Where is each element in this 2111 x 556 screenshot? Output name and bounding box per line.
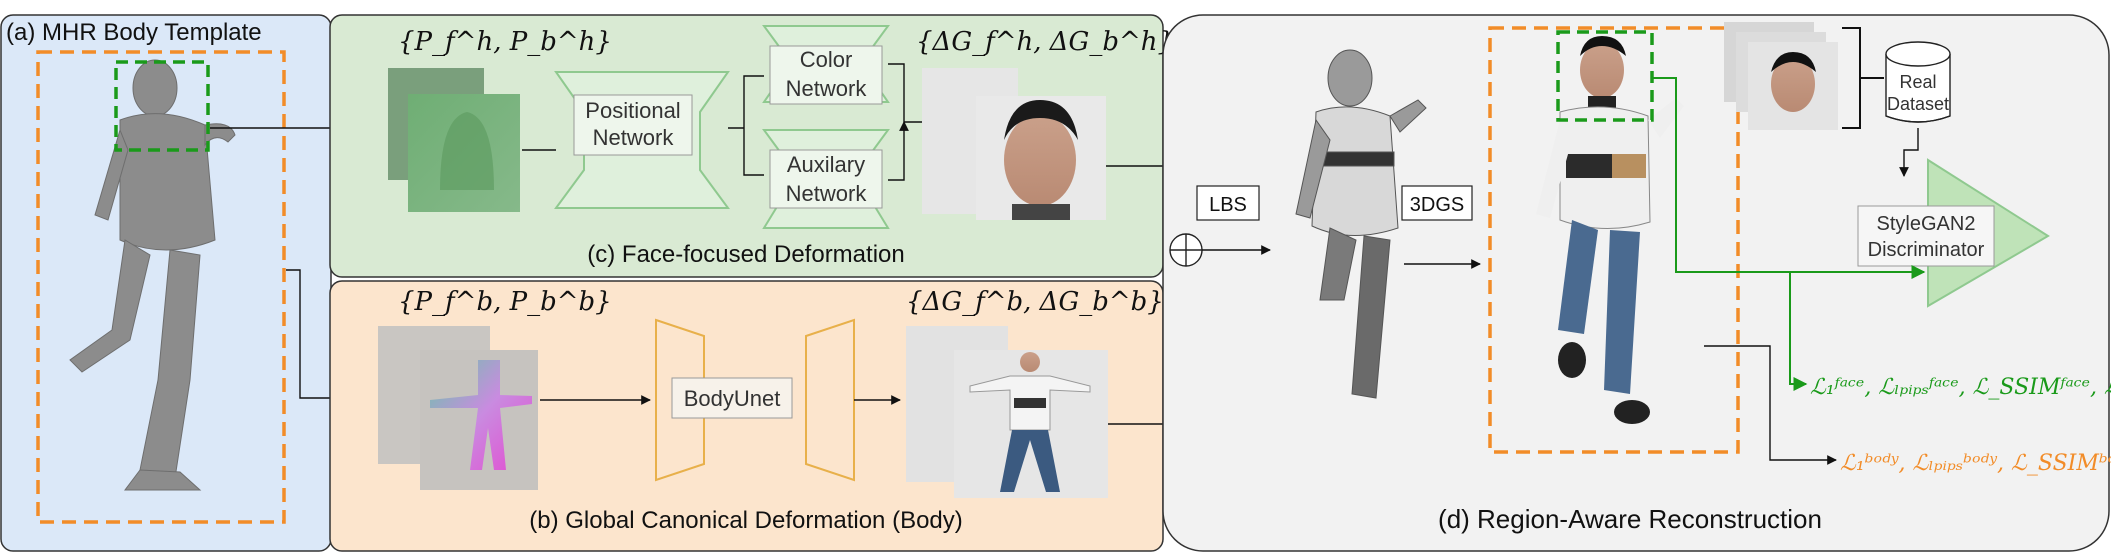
color-network-box [769, 45, 883, 105]
lbs-label: LBS [1209, 194, 1247, 216]
positional-network-box [573, 94, 693, 156]
face-region-box-template [114, 60, 210, 152]
gaussian-point-cloud [1295, 49, 1427, 399]
arrow-positional-branch [728, 75, 764, 176]
dataset-bracket [1842, 27, 1884, 129]
discriminator-box [1857, 205, 1995, 267]
face-output-label: {ΔG_f^h, ΔG_b^h} [916, 27, 1174, 57]
real-dataset-images [1724, 22, 1838, 130]
body-region-box [36, 50, 286, 524]
positional-network-label-2: Network [593, 125, 675, 150]
arrow-dataset-to-discriminator [1899, 128, 1919, 177]
face-position-maps [388, 68, 520, 212]
arrow-body-to-body-losses [1704, 345, 1837, 465]
lbs-box [1196, 185, 1260, 221]
discriminator-label-1: StyleGAN2 [1877, 213, 1976, 235]
arrow-networks-to-output [888, 63, 922, 181]
rendered-avatar [1536, 36, 1684, 424]
body-render-images [906, 326, 1108, 498]
body-template-mesh [69, 59, 236, 491]
arrow-face-to-discriminator [1652, 77, 1926, 279]
face-render-images [922, 68, 1106, 220]
panel-a-background [0, 14, 332, 552]
discriminator-label-2: Discriminator [1868, 239, 1985, 261]
color-network-label-2: Network [786, 76, 868, 101]
positional-network-label-1: Positional [585, 98, 680, 123]
rendered-body-region-box [1488, 26, 1740, 454]
body-input-label: {P_f^b, P_b^b} [398, 287, 612, 317]
body-output-label: {ΔG_f^b, ΔG_b^b} [906, 287, 1164, 317]
3dgs-box [1401, 185, 1473, 221]
bodyunet-label: BodyUnet [684, 386, 781, 411]
auxiliary-network-label-1: Auxilary [787, 152, 865, 177]
dataset-label-2: Dataset [1887, 94, 1949, 114]
sum-operator-cross [1170, 234, 1202, 266]
panel-d-title: (d) Region-Aware Reconstruction [1438, 504, 1822, 534]
panel-b-title: (b) Global Canonical Deformation (Body) [529, 507, 963, 534]
color-network-label-1: Color [800, 47, 853, 72]
dataset-label-1: Real [1899, 72, 1936, 92]
face-losses-label: ℒ₁ᶠᵃᶜᵉ, ℒₗₚᵢₚₛᶠᵃᶜᵉ, ℒ_SSIMᶠᵃᶜᵉ, ℒₐ𝒹ᵥᶠᵃᶜᵉ [1810, 375, 2111, 400]
panel-c-title: (c) Face-focused Deformation [587, 241, 904, 268]
body-position-maps [378, 326, 538, 490]
arrow-face-to-face-losses [1789, 272, 1808, 391]
bodyunet-shape-right [805, 318, 855, 482]
auxiliary-network-box [769, 149, 883, 209]
face-input-label: {P_f^h, P_b^h} [398, 27, 612, 57]
auxiliary-network-label-2: Network [786, 181, 868, 206]
panel-a-title: (a) MHR Body Template [6, 19, 262, 46]
rendered-face-region-box [1556, 30, 1654, 122]
body-losses-label: ℒ₁ᵇᵒᵈʸ, ℒₗₚᵢₚₛᵇᵒᵈʸ, ℒ_SSIMᵇᵒᵈʸ [1840, 451, 2111, 476]
bodyunet-box [671, 377, 793, 419]
real-dataset-cylinder [1885, 41, 1951, 123]
3dgs-label: 3DGS [1410, 194, 1464, 216]
